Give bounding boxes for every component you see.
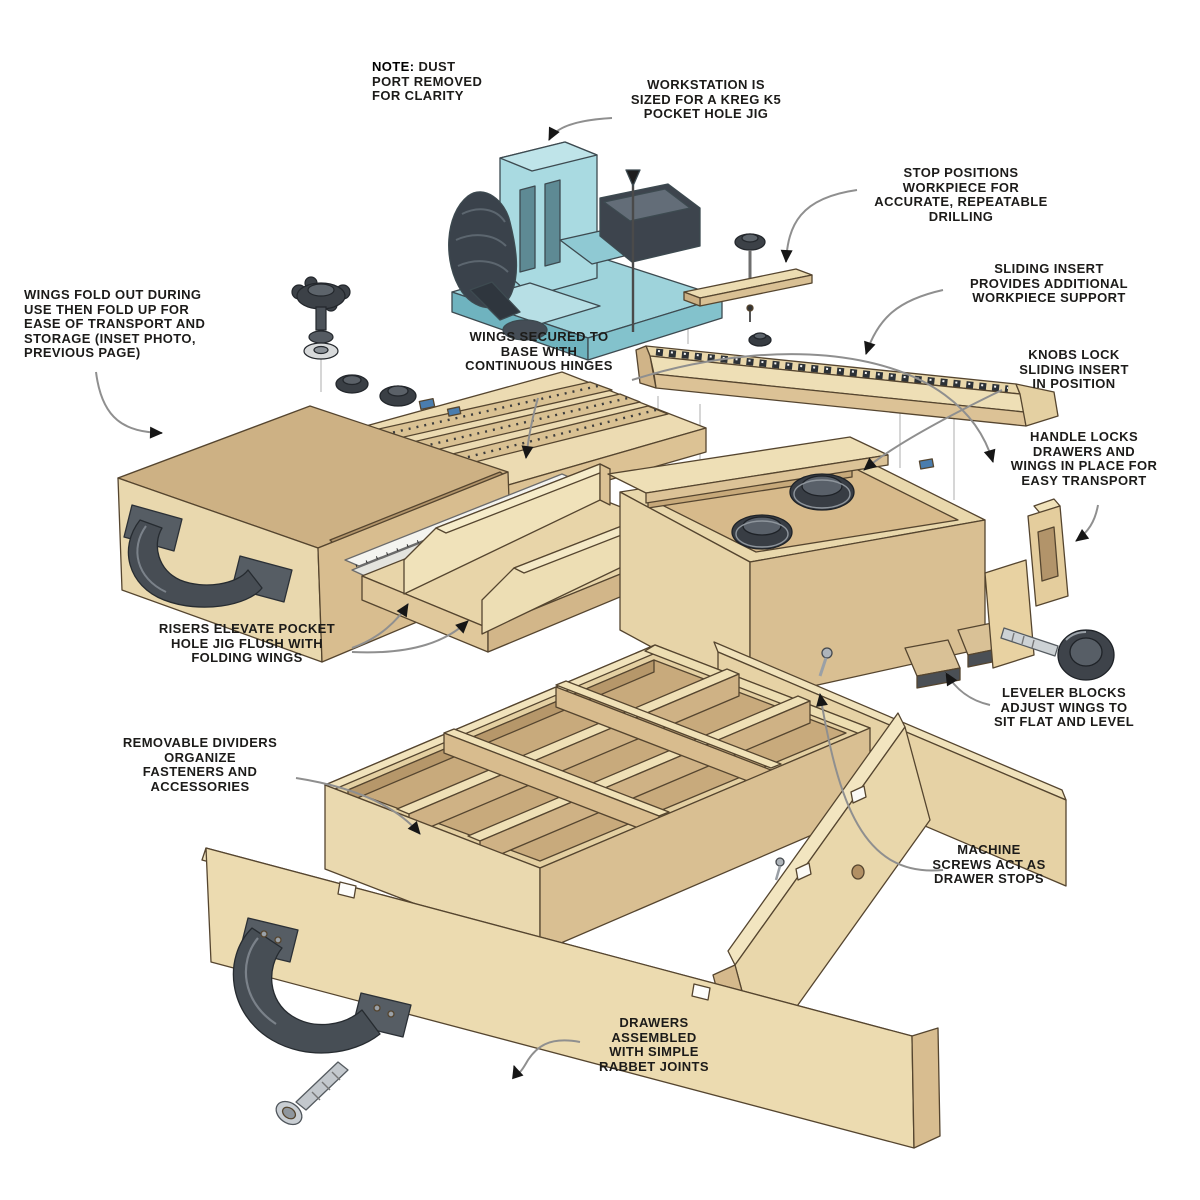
leader-handle-locks <box>1075 504 1099 542</box>
leveler-blocks-label: LEVELER BLOCKS ADJUST WINGS TO SIT FLAT … <box>993 685 1135 730</box>
handle-locks-label: HANDLE LOCKS DRAWERS AND WINGS IN PLACE … <box>1010 429 1158 488</box>
stop-positions-label: STOP POSITIONS WORKPIECE FOR ACCURATE, R… <box>874 165 1048 224</box>
drawer-front-panel <box>201 847 941 1149</box>
drawer-handle <box>123 504 293 608</box>
leader-workstation <box>548 117 613 141</box>
leader-risers-2 <box>351 620 469 654</box>
machine-screws-label: MACHINE SCREWS ACT AS DRAWER STOPS <box>932 842 1046 887</box>
wings-fold-label: WINGS FOLD OUT DURING USE THEN FOLD UP F… <box>24 287 206 361</box>
leader-wings-secured-right <box>631 353 996 463</box>
leader-knobs-lock <box>863 389 1003 471</box>
removable-dividers-label: REMOVABLE DIVIDERS ORGANIZE FASTENERS AN… <box>122 735 278 794</box>
leader-risers-1 <box>351 603 409 649</box>
leader-drawers <box>512 1039 581 1080</box>
leader-sliding-insert <box>864 289 944 355</box>
machine-screw-stop <box>774 857 785 881</box>
note-body: DUST PORT REMOVED FOR CLARITY <box>372 59 483 104</box>
stop-bar <box>683 233 813 322</box>
leader-wings-fold <box>95 371 163 439</box>
handle-lock-bolt <box>1000 627 1115 681</box>
handle-screw <box>275 1061 349 1126</box>
insert-lock-knob <box>731 514 793 550</box>
transport-handle <box>984 498 1115 681</box>
pocket-hole-jig <box>448 141 723 361</box>
leader-lines <box>95 117 1099 1080</box>
knobs-lock-label: KNOBS LOCK SLIDING INSERT IN POSITION <box>1019 347 1129 392</box>
leader-dividers <box>295 777 421 835</box>
note-prefix: NOTE: <box>372 59 415 74</box>
leader-machine-screws <box>816 693 944 872</box>
right-wing-box <box>607 436 1003 701</box>
workstation-label: WORKSTATION IS SIZED FOR A KREG K5 POCKE… <box>630 77 782 122</box>
handle-slot <box>1037 526 1059 582</box>
leader-wings-secured-left <box>521 397 539 459</box>
left-wing-assembly <box>117 371 707 663</box>
leader-leveler <box>945 672 991 706</box>
divider-box <box>324 644 871 967</box>
drawers-assembled-label: DRAWERS ASSEMBLED WITH SIMPLE RABBET JOI… <box>599 1015 709 1074</box>
riser <box>403 463 611 595</box>
removable-divider <box>555 680 782 791</box>
risers-label: RISERS ELEVATE POCKET HOLE JIG FLUSH WIT… <box>158 621 336 666</box>
wings-secured-label: WINGS SECURED TO BASE WITH CONTINUOUS HI… <box>465 329 613 374</box>
drawer-handle <box>232 917 412 1054</box>
insert-lock-knob <box>789 473 855 511</box>
note-label: NOTE: DUST PORT REMOVED FOR CLARITY <box>372 59 532 104</box>
wing-lock-knob <box>291 276 351 360</box>
sliding-insert-label: SLIDING INSERT PROVIDES ADDITIONAL WORKP… <box>969 261 1129 306</box>
machine-screw-stop <box>818 647 833 677</box>
leader-stop-positions <box>780 189 858 263</box>
